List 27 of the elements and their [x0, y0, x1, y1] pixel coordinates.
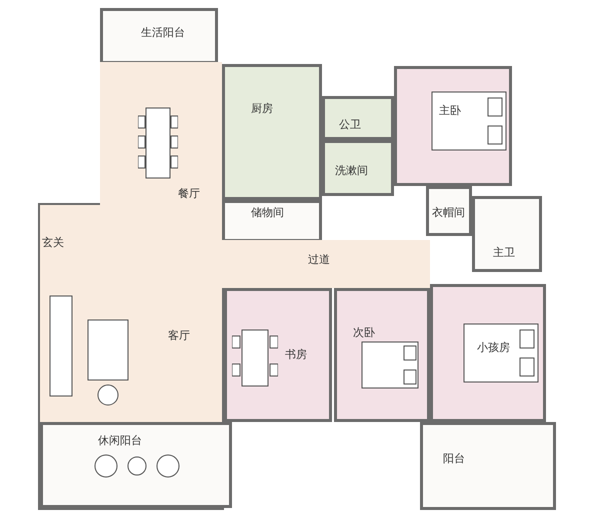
room-label: 次卧 [353, 327, 375, 338]
room [472, 196, 542, 272]
room [420, 422, 556, 510]
room-label: 餐厅 [178, 188, 200, 199]
room-label: 小孩房 [477, 342, 510, 353]
room-label: 储物间 [251, 207, 284, 218]
room-label: 书房 [285, 349, 307, 360]
room [426, 186, 472, 236]
room [222, 200, 322, 242]
room-label: 玄关 [42, 237, 64, 248]
room [322, 96, 394, 140]
room-label: 主卫 [493, 247, 515, 258]
room-label: 过道 [308, 254, 330, 265]
room [40, 422, 232, 508]
room-label: 客厅 [168, 330, 190, 341]
room-label: 衣帽间 [432, 207, 465, 218]
room-label: 厨房 [251, 103, 273, 114]
room-label: 公卫 [339, 119, 361, 130]
room-label: 洗漱间 [335, 165, 368, 176]
room [322, 140, 394, 196]
room [220, 240, 430, 288]
room-label: 生活阳台 [141, 27, 185, 38]
room-label: 休闲阳台 [98, 435, 142, 446]
room [222, 64, 322, 200]
room-label: 阳台 [443, 453, 465, 464]
room-label: 主卧 [439, 105, 461, 116]
room [100, 8, 218, 64]
